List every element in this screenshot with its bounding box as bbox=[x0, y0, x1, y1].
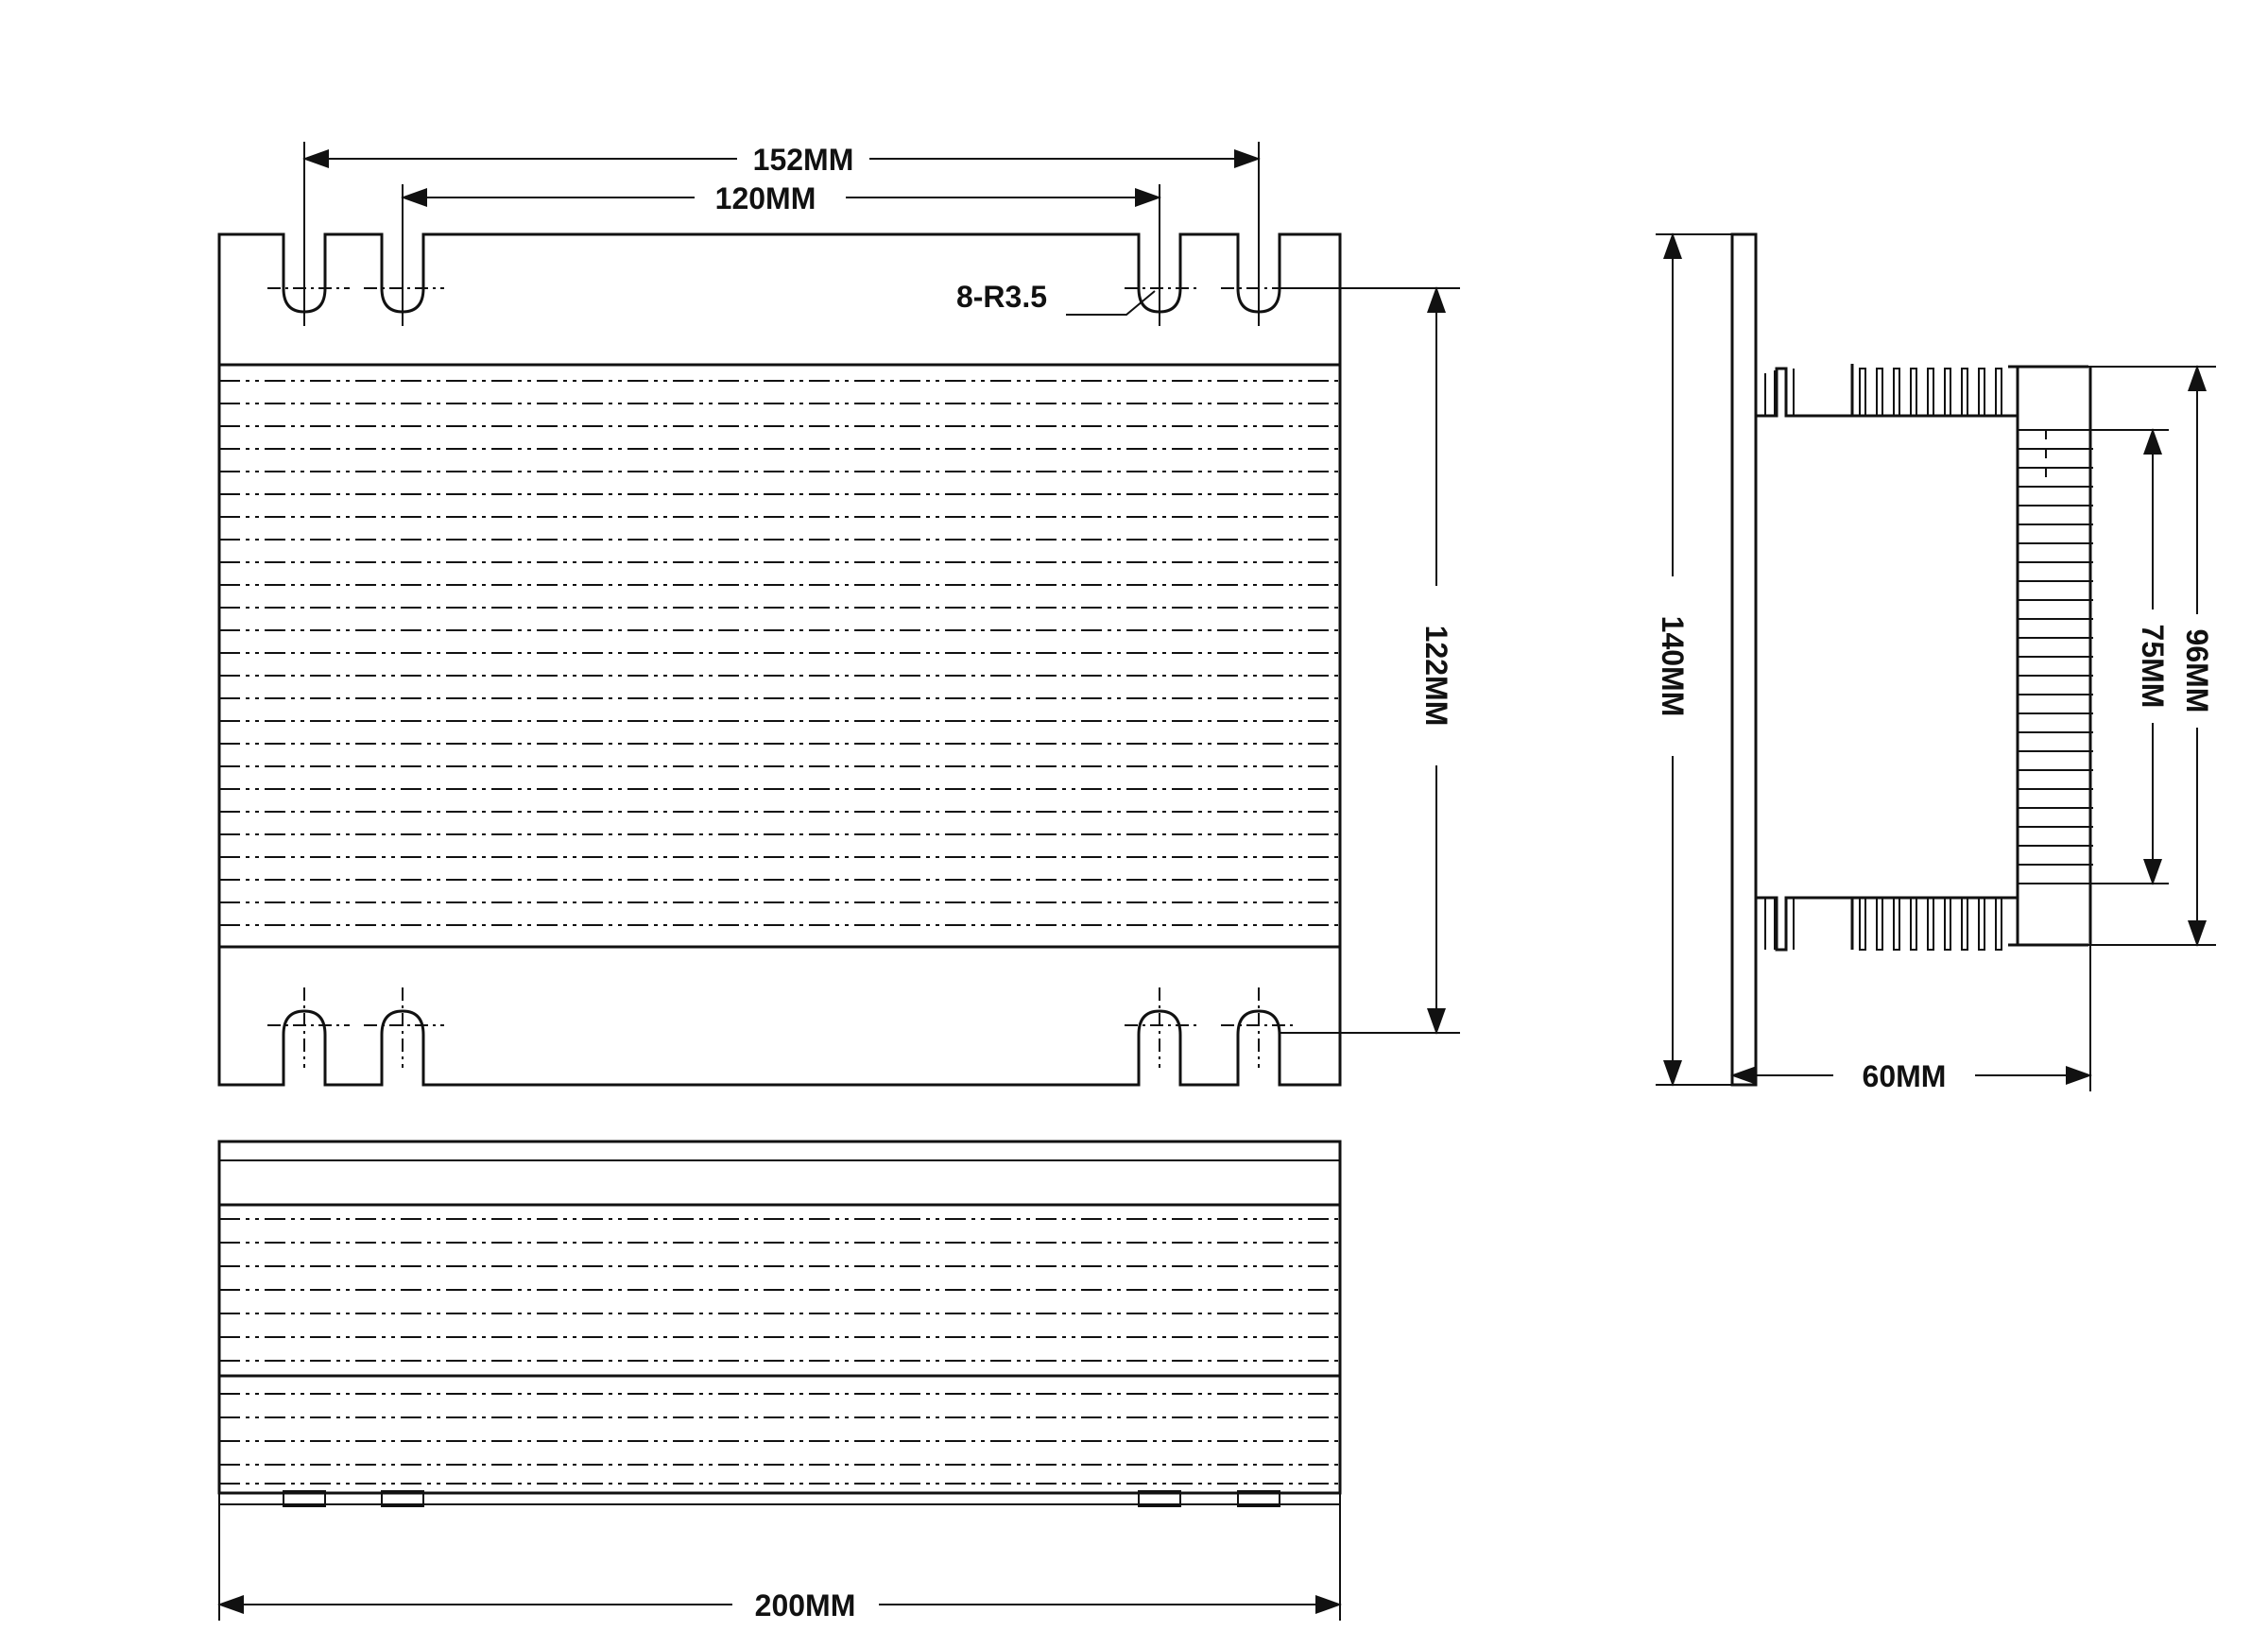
dim-fin-block-height: 96MM bbox=[2180, 629, 2214, 713]
dim-depth: 60MM bbox=[1863, 1059, 1947, 1093]
top-view-fin-lines bbox=[219, 380, 1340, 926]
side-view-base-plate bbox=[1730, 232, 1758, 1087]
dim-inner-fin-height: 75MM bbox=[2136, 625, 2170, 709]
dim-overall-length: 200MM bbox=[755, 1588, 856, 1622]
dim-hole-radius: 8-R3.5 bbox=[956, 280, 1047, 314]
side-view-upper-fins bbox=[1764, 368, 2002, 416]
dim-outer-hole-span: 152MM bbox=[753, 143, 854, 177]
front-view: 200MM bbox=[217, 1140, 1342, 1622]
hole-centerlines bbox=[267, 287, 1297, 1068]
front-view-fin-lines bbox=[219, 1218, 1340, 1485]
side-view: 140MM 96MM 75MM 60MM bbox=[1656, 232, 2216, 1093]
side-view-lower-fins bbox=[1764, 898, 2002, 951]
front-view-feet bbox=[283, 1490, 1280, 1507]
dim-inner-hole-span: 120MM bbox=[715, 181, 816, 215]
top-view-outline bbox=[217, 232, 1342, 1087]
top-view: 152MM 120MM 8-R3.5 122MM bbox=[217, 142, 1460, 1087]
side-view-vertical-fins bbox=[2018, 429, 2093, 884]
dim-plate-height: 122MM bbox=[1419, 626, 1453, 727]
dim-side-height: 140MM bbox=[1656, 616, 1690, 717]
